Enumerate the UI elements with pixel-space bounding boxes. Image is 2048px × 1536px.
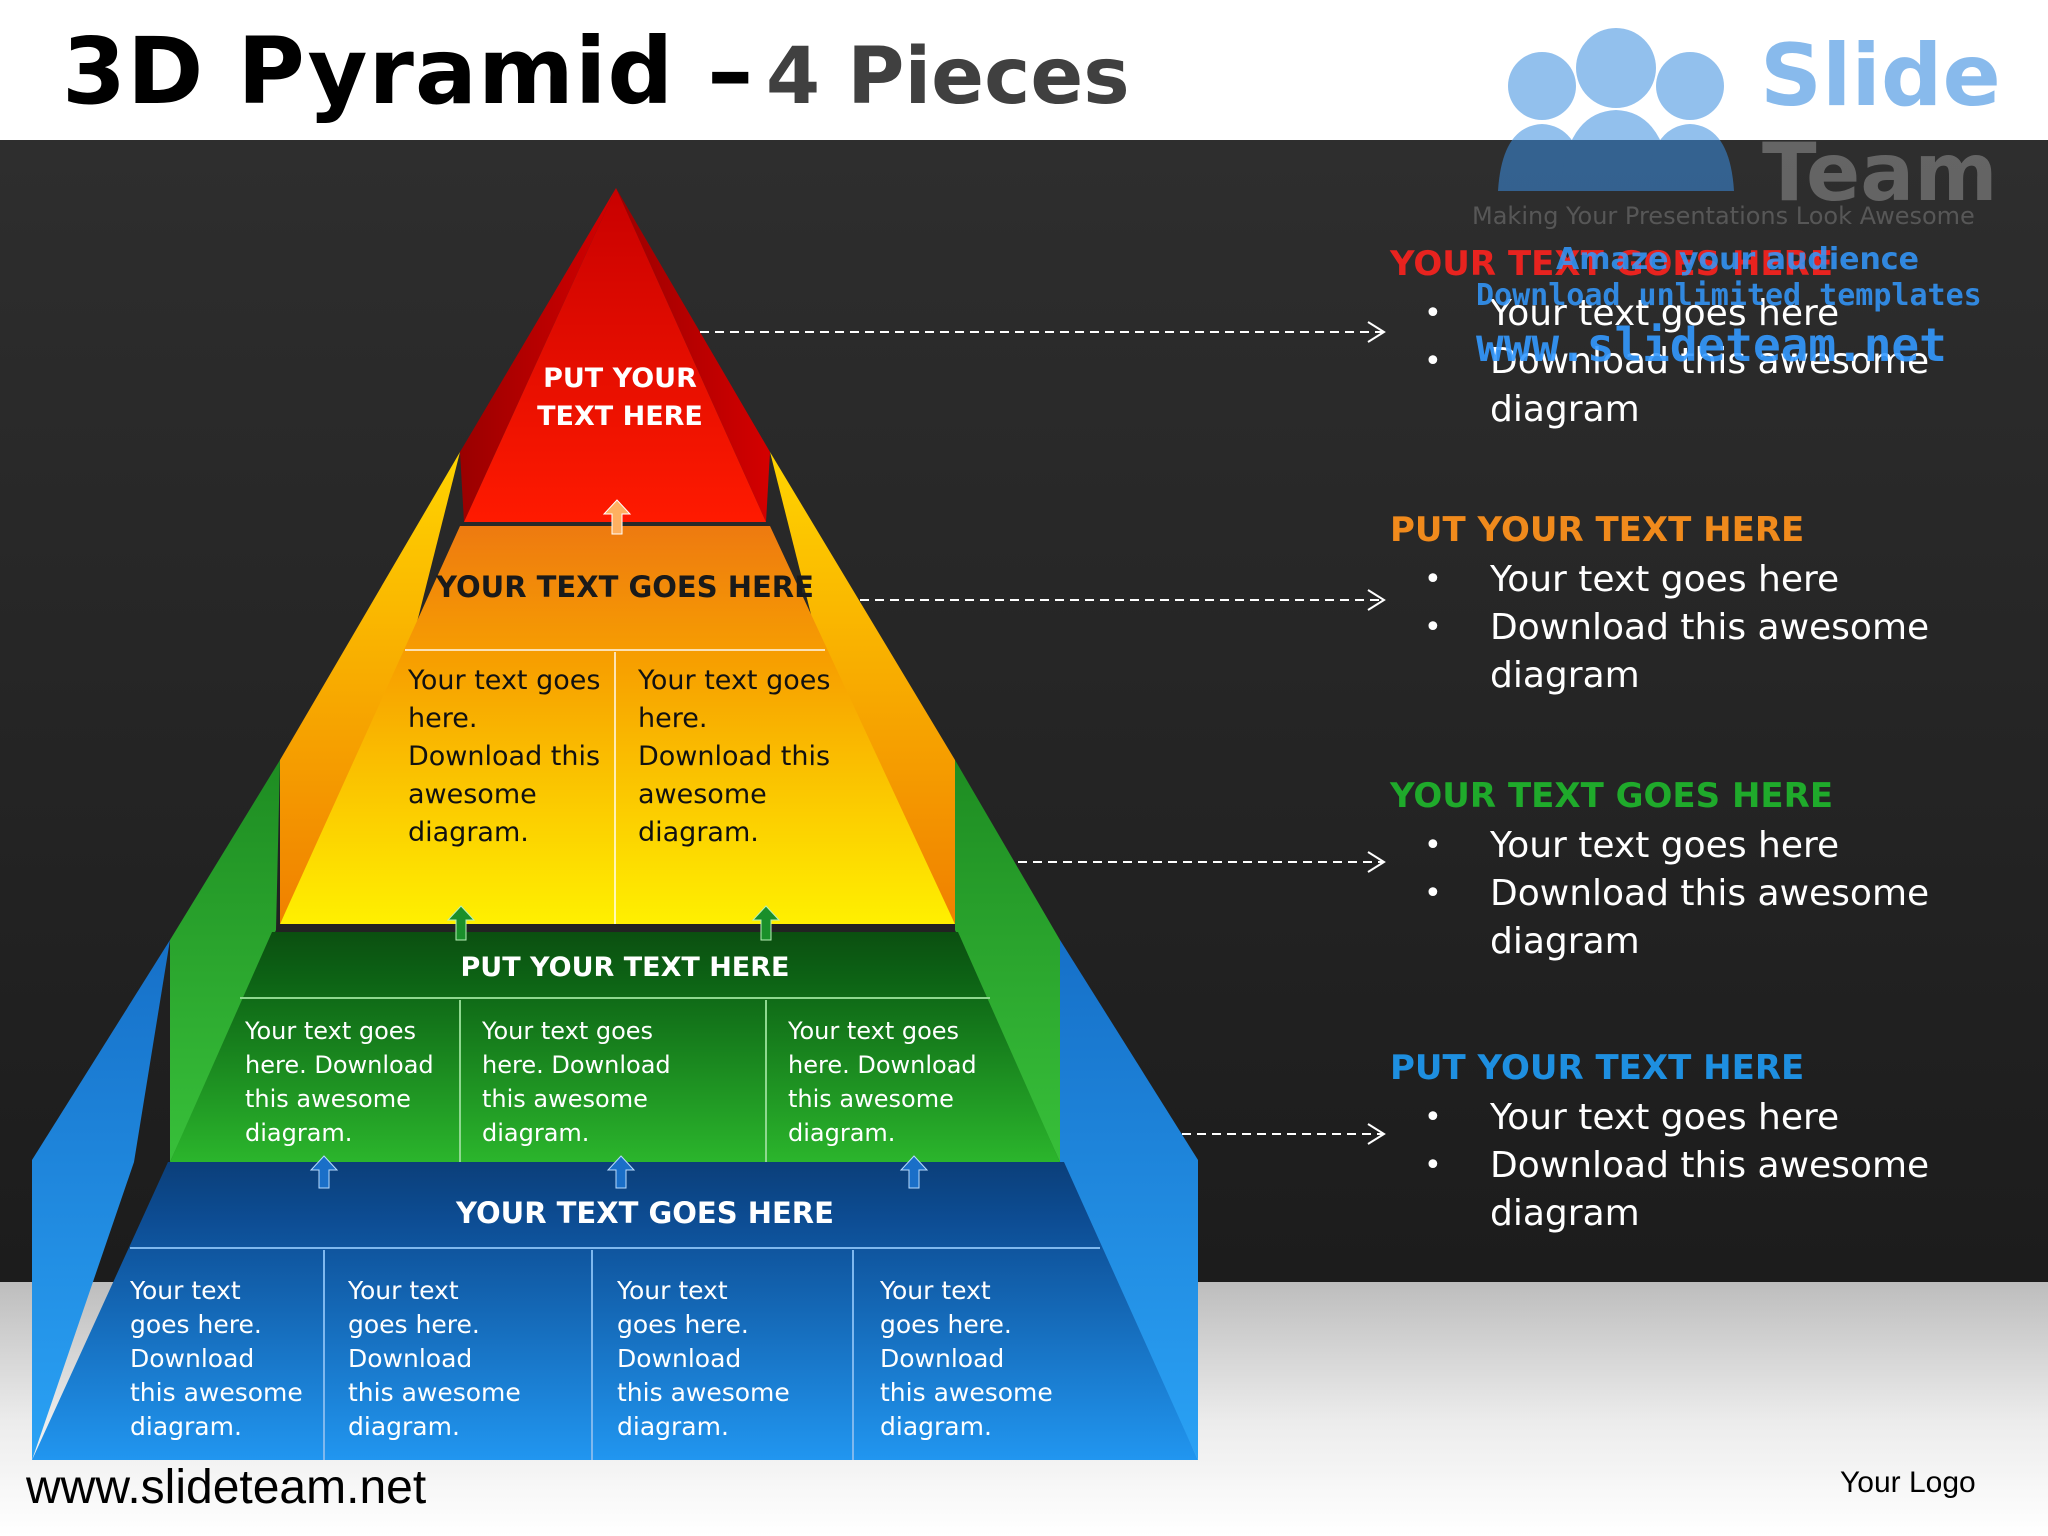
title-main: 3D Pyramid – [62,18,755,125]
panel-heading: PUT YOUR TEXT HERE [1390,510,1805,550]
level3-cell-1: Your text goes here. Download this aweso… [245,1017,434,1147]
red-left-face [460,188,616,522]
blue-left-side [32,940,170,1460]
panel-bullet: •Your text goes here [1424,559,1840,600]
yellow-right-side [770,452,955,924]
arrow-up-icon [899,1155,929,1189]
green-right-side [955,760,1060,1162]
text-panel-3: YOUR TEXT GOES HERE •Your text goes here… [1390,776,2010,966]
level2-header: YOUR TEXT GOES HERE [436,570,814,604]
panel-bullet: •Download this awesome diagram [1424,607,1930,696]
connector-arrow-3 [1018,851,1386,873]
panel-heading: YOUR TEXT GOES HERE [1390,776,1834,816]
connector-arrow-1 [700,321,1386,343]
arrow-up-icon [606,1155,636,1189]
green-front [170,932,1060,1162]
panel-bullet: •Download this awesome diagram [1424,341,1930,430]
level4-cell-3: Your text goes here. Download this aweso… [617,1276,790,1441]
arrow-up-icon [602,499,632,535]
level3-cell-2: Your text goes here. Download this aweso… [482,1017,671,1147]
watermark-tagline: Making Your Presentations Look Awesome [1472,202,1975,230]
level2-cell-1: Your text goes here. Download this aweso… [408,665,601,848]
panel-bullet: •Your text goes here [1424,1097,1840,1138]
watermark-brand-bottom: Team [1762,126,1998,219]
level3-cell-3: Your text goes here. Download this aweso… [788,1017,977,1147]
connector-arrow-2 [860,589,1386,611]
arrow-up-icon [751,905,781,941]
yellow-front [280,526,955,924]
watermark-line3: www.slideteam.net [1476,318,1947,372]
level4-header: YOUR TEXT GOES HERE [456,1196,834,1230]
text-panel-2: PUT YOUR TEXT HERE •Your text goes here … [1390,510,2010,700]
slide-title: 3D Pyramid – 4 Pieces [62,18,1130,125]
text-panel-4: PUT YOUR TEXT HERE •Your text goes here … [1390,1048,2010,1238]
level2-cell-2: Your text goes here. Download this aweso… [638,665,831,848]
level4-cell-1: Your text goes here. Download this aweso… [130,1276,303,1441]
panel-bullet: •Download this awesome diagram [1424,873,1930,962]
slideteam-people-icon [1498,28,1734,191]
connector-arrow-4 [1182,1123,1386,1145]
watermark-brand-top: Slide [1760,26,2001,126]
red-right-face [616,188,770,522]
yellow-left-side [280,452,460,924]
red-front-face [464,188,766,522]
panel-heading: PUT YOUR TEXT HERE [1390,1048,1805,1088]
watermark-line1: Amaze your audience [1556,242,1919,277]
panel-bullet: •Your text goes here [1424,293,1840,334]
logo-placeholder: Your Logo [1840,1466,1976,1499]
blue-right-side [1060,940,1198,1460]
level3-header: PUT YOUR TEXT HERE [460,952,790,983]
panel-bullet: •Your text goes here [1424,825,1840,866]
top-piece-label: PUT YOUR TEXT HERE [537,363,703,432]
panel-heading: YOUR TEXT GOES HERE [1390,244,1834,284]
arrow-up-icon [446,905,476,941]
title-sub: 4 Pieces [765,32,1130,122]
text-panel-1: YOUR TEXT GOES HERE •Your text goes here… [1390,244,2010,434]
green-left-side [170,760,280,1162]
level4-cell-2: Your text goes here. Download this aweso… [348,1276,521,1441]
watermark-line2: Download unlimited templates [1476,278,1982,313]
footer-url[interactable]: www.slideteam.net [26,1461,427,1514]
panel-bullet: •Download this awesome diagram [1424,1145,1930,1234]
arrow-up-icon [309,1155,339,1189]
level4-cell-4: Your text goes here. Download this aweso… [880,1276,1053,1441]
